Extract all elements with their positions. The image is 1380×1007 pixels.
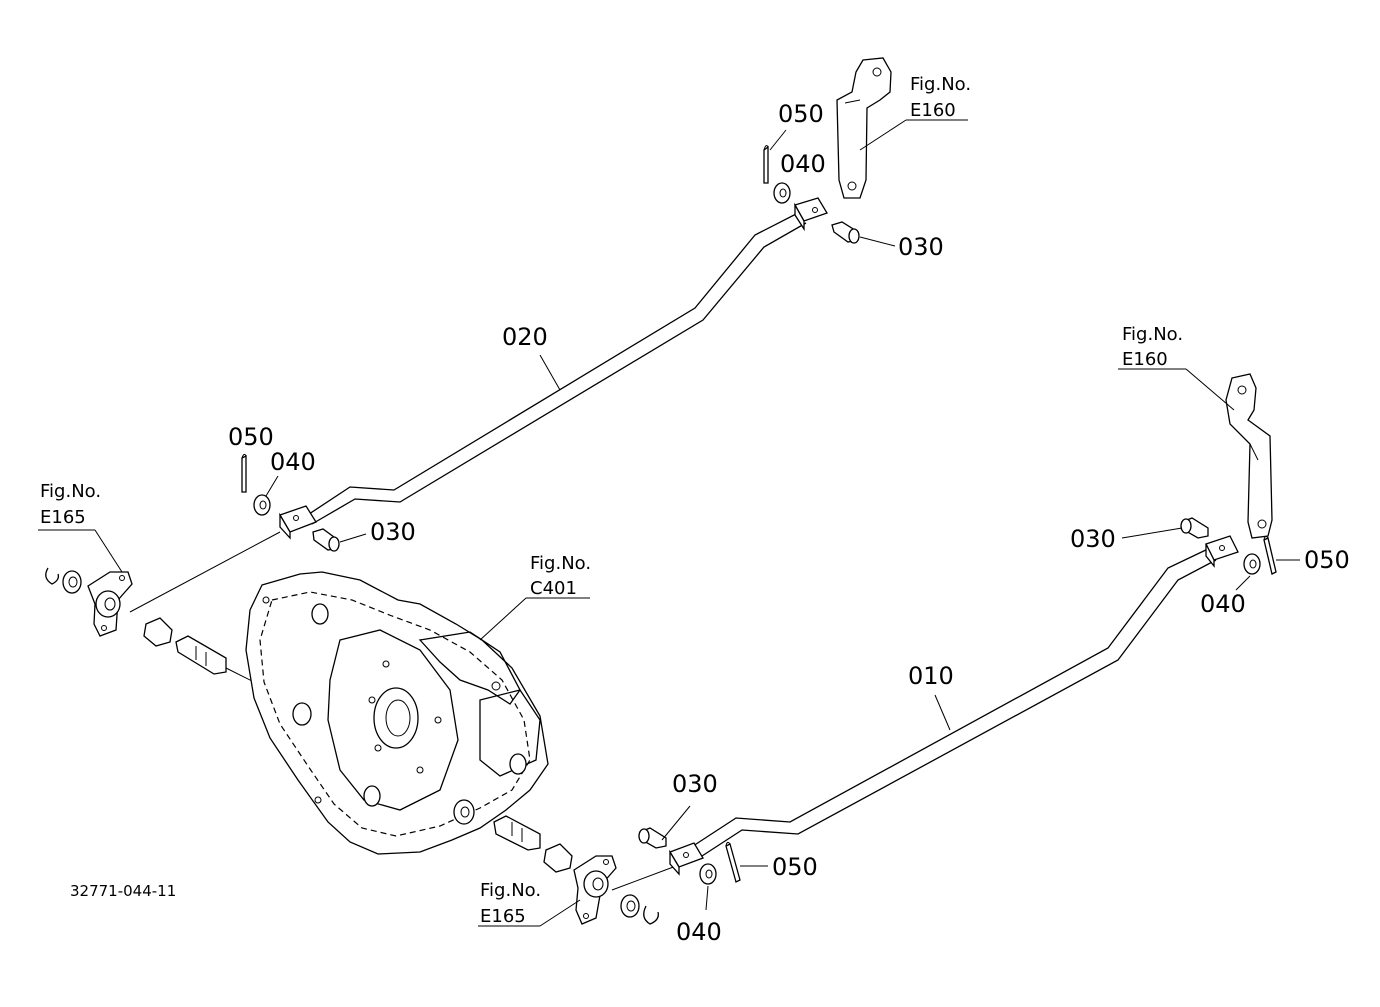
label-050-lower-left: 050 <box>772 853 818 881</box>
clevis-lower-right <box>1205 535 1239 568</box>
washer-040-upper-left <box>253 494 271 516</box>
clevis-lower-left <box>669 842 704 876</box>
bracket-e165-bottom <box>573 855 617 925</box>
label-030-lower-left: 030 <box>672 770 718 798</box>
shaft-bottom <box>493 815 541 851</box>
label-030-upper-right: 030 <box>898 233 944 261</box>
snap-ring-left <box>45 567 60 585</box>
leader-040-lower-right <box>1235 575 1251 591</box>
leader-e165-left <box>94 529 123 573</box>
leader-010 <box>934 694 951 731</box>
drawing-number: 32771-044-11 <box>70 882 176 900</box>
bracket-e165-left <box>87 571 133 637</box>
fig-title-c401: Fig.No. <box>530 553 591 574</box>
washer-040-lower-right <box>1243 553 1261 575</box>
clevis-upper-right <box>794 197 828 232</box>
label-040-upper-right: 040 <box>780 150 826 178</box>
pin-030-lower-right <box>1180 517 1209 539</box>
washer-040-lower-left <box>699 863 717 885</box>
leader-030-upper-right <box>859 236 896 247</box>
label-020: 020 <box>502 323 548 351</box>
pin-030-upper-right <box>831 221 860 244</box>
bushing-left <box>143 617 173 647</box>
label-030-upper-left: 030 <box>370 518 416 546</box>
leader-030-lower-right <box>1121 527 1183 539</box>
fig-title-e160-lower: Fig.No. <box>1122 324 1183 345</box>
leader-030-upper-left <box>339 533 367 543</box>
cotter-pin-050-lower-right <box>1263 535 1277 575</box>
fig-title-e165-left: Fig.No. <box>40 481 101 502</box>
fig-number-e165-left: E165 <box>40 507 86 528</box>
cotter-pin-050-lower-left <box>725 841 741 883</box>
fig-number-e160-lower: E160 <box>1122 349 1168 370</box>
label-040-lower-left: 040 <box>676 918 722 946</box>
label-010: 010 <box>908 662 954 690</box>
washer-040-upper-right <box>773 182 791 204</box>
label-040-upper-left: 040 <box>270 448 316 476</box>
fig-title-e160-upper: Fig.No. <box>910 74 971 95</box>
leader-040-upper-left <box>265 475 279 497</box>
rod-010 <box>689 547 1217 857</box>
washer-left <box>62 570 82 594</box>
fig-title-e165-bottom: Fig.No. <box>480 880 541 901</box>
pin-030-upper-left <box>312 528 340 552</box>
assembly-line-upper-left <box>129 531 281 613</box>
snap-ring-bottom <box>643 905 659 925</box>
label-040-lower-right: 040 <box>1200 590 1246 618</box>
housing-c401 <box>245 571 549 855</box>
leader-e160-upper <box>859 119 907 151</box>
label-050-lower-right: 050 <box>1304 546 1350 574</box>
clevis-upper-left <box>279 505 317 540</box>
leader-020 <box>539 354 561 391</box>
leader-040-lower-left <box>705 885 709 911</box>
fig-number-e165-bottom: E165 <box>480 906 526 927</box>
bushing-bottom <box>543 843 573 873</box>
shaft-left <box>175 635 227 675</box>
label-050-upper-left: 050 <box>228 423 274 451</box>
lever-e160-upper <box>836 57 892 199</box>
leader-030-lower-left <box>661 805 691 841</box>
cotter-pin-050-upper-right <box>763 145 769 184</box>
leader-e165-bottom <box>539 899 581 927</box>
label-030-lower-right: 030 <box>1070 525 1116 553</box>
leader-050-upper-right <box>769 129 787 151</box>
washer-bottom <box>620 894 640 918</box>
lever-e160-lower <box>1225 373 1273 539</box>
cotter-pin-050-upper-left <box>241 453 247 493</box>
label-050-upper-right: 050 <box>778 100 824 128</box>
rod-020 <box>299 211 807 525</box>
leader-e160-lower <box>1185 368 1235 411</box>
fig-number-c401: C401 <box>530 578 577 599</box>
assembly-line-bottom <box>611 865 677 891</box>
leader-c401 <box>479 597 527 641</box>
pin-030-lower-left <box>638 827 667 849</box>
fig-number-e160-upper: E160 <box>910 100 956 121</box>
